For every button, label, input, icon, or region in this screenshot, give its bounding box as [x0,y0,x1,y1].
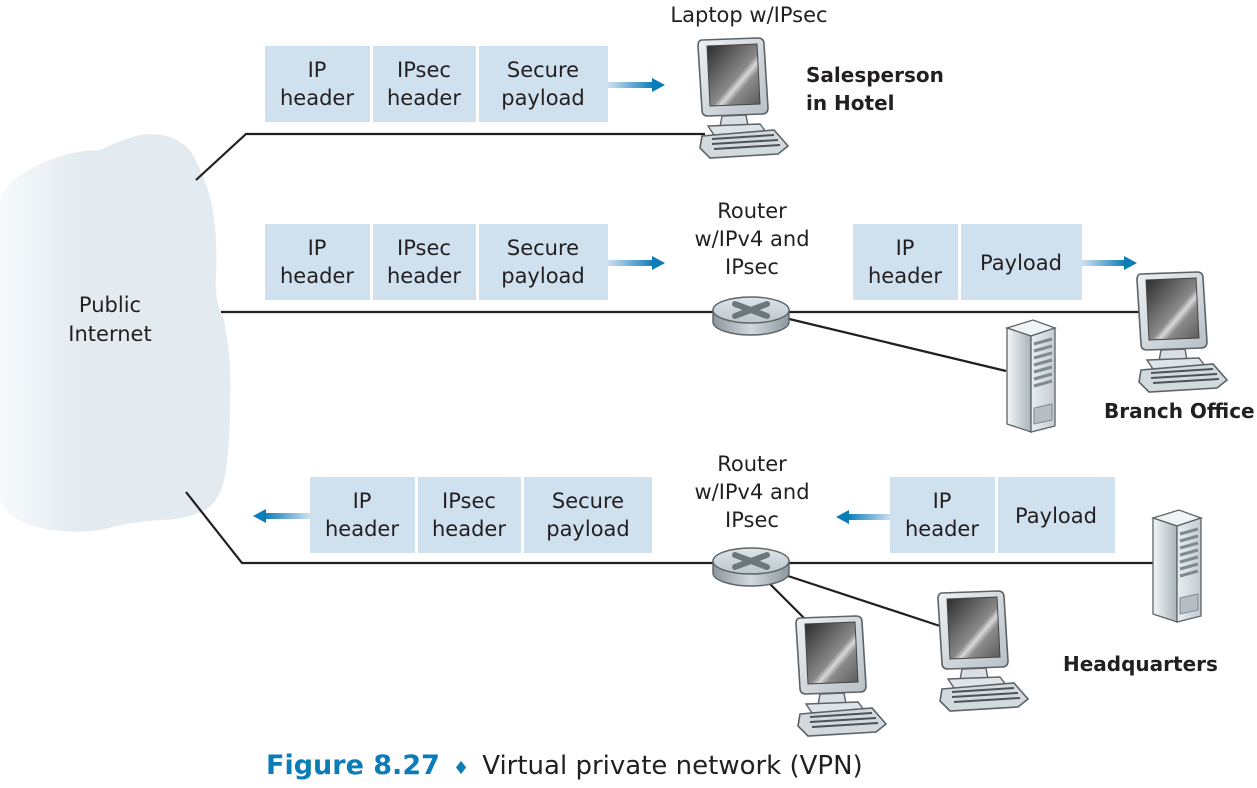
hq-router-label-line3: IPsec [725,508,779,532]
packet-field-label: Payload [980,251,1062,275]
arrow-left-icon [836,510,891,524]
branch-pc-icon [1136,271,1228,393]
public-internet-cloud [0,134,231,532]
packet-field [418,477,521,553]
packet-field-label: payload [501,86,585,110]
hq-private-packet: IP header Payload [890,477,1115,553]
packet-field-label: IP [896,236,915,260]
packet-field-label: payload [546,517,630,541]
branch-router-icon [713,297,789,335]
packet-field [524,477,652,553]
caption-diamond-icon: ♦ [453,758,469,779]
branch-router-label-line2: w/IPv4 and [694,227,809,251]
hq-pc-2-icon [937,590,1029,712]
laptop-icon [697,37,789,159]
hq-router-label-line1: Router [717,452,787,476]
laptop-label: Laptop w/IPsec [670,3,827,27]
arrow-right-icon [1082,256,1137,270]
link-cloud-to-hq-router [185,491,715,565]
packet-field-label: Secure [507,236,579,260]
packet-field-label: IP [308,236,327,260]
cloud-label-line1: Public [79,293,141,317]
packet-field-label: IP [353,489,372,513]
branch-private-packet: IP header Payload [853,224,1082,300]
packet-field [373,46,476,122]
packet-field [961,224,1082,300]
arrow-right-icon [608,78,665,92]
arrow-left-icon [253,509,310,523]
hq-router-icon [713,548,789,586]
packet-field [998,477,1115,553]
cloud-label-line2: Internet [68,322,151,346]
link-branch-router-to-server [784,316,1007,373]
packet-field-label: header [868,264,942,288]
packet-field-label: header [905,517,979,541]
hq-server-icon [1151,508,1203,624]
arrow-right-icon [608,256,665,270]
packet-field [265,224,370,300]
branch-router-label-line1: Router [717,199,787,223]
packet-field-label: IPsec [442,489,496,513]
hotel-packet: IP header IPsec header Secure payload [265,46,608,122]
packet-field-label: IP [933,489,952,513]
branch-server-icon [1005,318,1057,434]
packet-field [853,224,958,300]
packet-field-label: header [280,264,354,288]
packet-field [265,46,370,122]
figure-caption: Figure 8.27 ♦ Virtual private network (V… [266,750,863,781]
packet-field [479,224,608,300]
packet-field-label: IPsec [397,58,451,82]
link-hq-router-to-pc2 [781,572,941,628]
packet-field-label: IPsec [397,236,451,260]
packet-field [890,477,995,553]
packet-field-label: header [387,86,461,110]
packet-field-label: header [325,517,399,541]
packet-field [310,477,415,553]
figure-title: Virtual private network (VPN) [482,751,862,781]
hq-public-packet: IP header IPsec header Secure payload [310,477,652,553]
packet-field-label: header [432,517,506,541]
packet-field-label: payload [501,264,585,288]
packet-field-label: Payload [1015,504,1097,528]
branch-public-packet: IP header IPsec header Secure payload [265,224,608,300]
hotel-site-label-line2: in Hotel [806,91,895,115]
packet-field-label: header [387,264,461,288]
hq-pc-1-icon [795,615,887,737]
hq-site-label: Headquarters [1063,652,1218,676]
link-cloud-to-hotel [195,132,705,181]
packet-field [373,224,476,300]
packet-field [479,46,608,122]
packet-field-label: header [280,86,354,110]
figure-number: Figure 8.27 [266,750,440,781]
branch-site-label: Branch Office [1104,399,1255,423]
link-hq-router-to-pc1 [763,577,807,621]
packet-field-label: Secure [552,489,624,513]
packet-field-label: Secure [507,58,579,82]
branch-router-label-line3: IPsec [725,255,779,279]
hq-router-label-line2: w/IPv4 and [694,480,809,504]
packet-field-label: IP [308,58,327,82]
hotel-site-label-line1: Salesperson [806,63,944,87]
